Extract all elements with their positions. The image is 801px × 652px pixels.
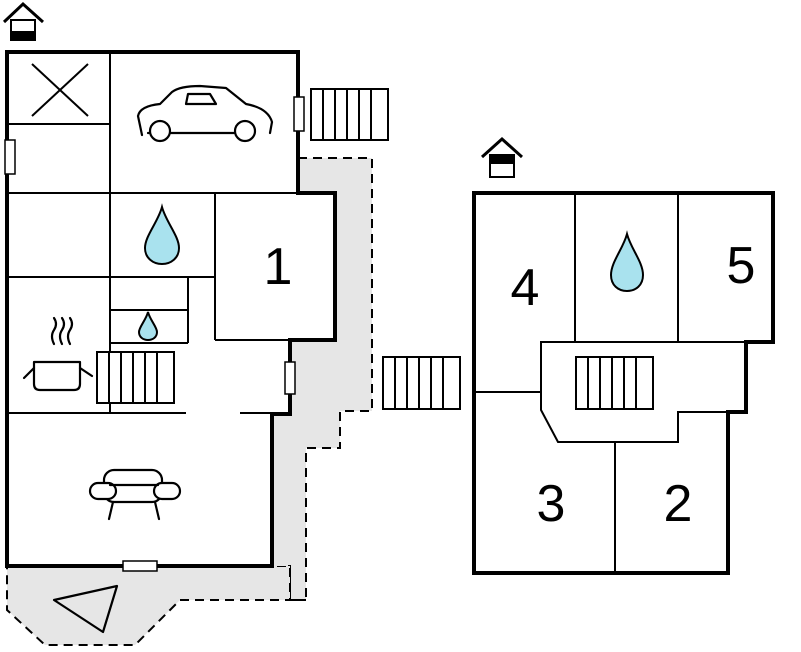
house-ground-floor-icon bbox=[2, 1, 45, 41]
water-drop-icon bbox=[143, 203, 181, 266]
door-bottom bbox=[122, 560, 158, 572]
door-garage bbox=[293, 96, 305, 132]
door-terrace bbox=[284, 361, 296, 395]
sofa-icon bbox=[88, 468, 182, 521]
room-label-5: 5 bbox=[727, 237, 756, 295]
car-icon bbox=[136, 84, 274, 143]
upper-floor: 4 5 3 2 bbox=[472, 136, 775, 575]
stairs-icon bbox=[96, 351, 175, 404]
water-drop-small-icon bbox=[137, 311, 159, 342]
upper-floor-interior-walls bbox=[474, 193, 746, 573]
outside-stairs-top bbox=[310, 88, 389, 141]
room-label-3: 3 bbox=[537, 475, 566, 533]
outside-stairs-middle bbox=[382, 356, 461, 410]
kitchen-pot-icon bbox=[22, 316, 94, 392]
water-drop-icon bbox=[609, 230, 645, 293]
storage-cross-icon bbox=[31, 63, 89, 117]
terrace-triangle-icon bbox=[52, 584, 119, 634]
room-label-1: 1 bbox=[264, 238, 293, 296]
room-label-2: 2 bbox=[664, 475, 693, 533]
room-label-4: 4 bbox=[511, 259, 540, 317]
house-upper-floor-icon bbox=[480, 136, 524, 178]
ground-floor: 1 bbox=[2, 1, 461, 646]
stairs-icon bbox=[575, 356, 654, 410]
door-left bbox=[4, 139, 16, 175]
